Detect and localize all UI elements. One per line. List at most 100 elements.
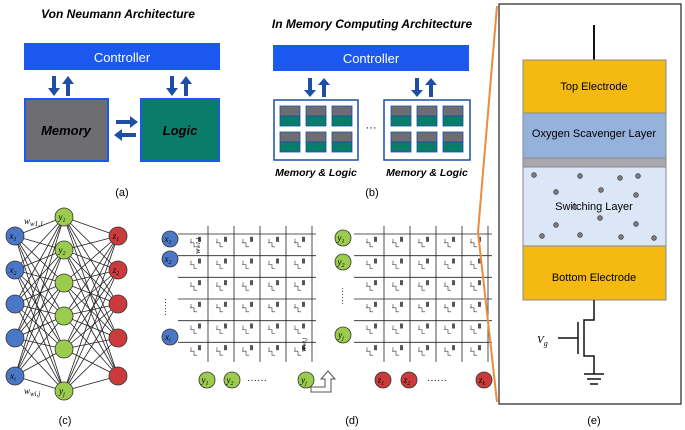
- oxygen-vacancy: [618, 234, 624, 240]
- oxygen-vacancy: [597, 215, 603, 221]
- edge-y-z: [63, 216, 119, 237]
- cell-transistor: [470, 303, 477, 313]
- memory-cell: [279, 105, 301, 117]
- cell-transistor: [190, 347, 197, 356]
- y-node: [54, 207, 74, 227]
- memory-logic-block-2: [383, 99, 471, 161]
- cell-transistor: [418, 347, 425, 356]
- memristor: [250, 258, 253, 264]
- crossbar-x-input: [161, 328, 179, 346]
- crossbar-y-input-label: y1: [337, 233, 345, 245]
- arrows-controller-memory: [48, 76, 192, 96]
- edge-y-z: [63, 315, 119, 377]
- caption-d: (d): [345, 415, 358, 427]
- cell-transistor: [216, 260, 223, 269]
- cell-transistor: [418, 303, 425, 313]
- cell-transistor: [268, 282, 275, 291]
- memristor: [250, 236, 253, 242]
- cell-transistor: [294, 347, 301, 356]
- edge-y-z: [63, 235, 119, 392]
- logic-cell: [416, 115, 438, 127]
- memristor: [276, 236, 279, 242]
- cell-transistor: [242, 347, 249, 356]
- memristor: [374, 236, 377, 242]
- cell-transistor: [190, 260, 197, 269]
- edge-x-y: [14, 249, 65, 339]
- memristor: [224, 301, 227, 307]
- block-ellipsis: ···: [366, 122, 377, 134]
- memristor: [426, 301, 429, 307]
- memristor: [302, 301, 305, 307]
- crossbar-y-output: [297, 371, 315, 389]
- x-node: [5, 260, 25, 280]
- logic-box: [140, 98, 220, 162]
- zoom-line-bottom: [477, 231, 498, 403]
- switching-layer-label: Switching Layer: [555, 201, 633, 213]
- edge-x-y: [14, 235, 65, 284]
- memory-cell: [331, 105, 353, 117]
- z-node: [108, 366, 128, 386]
- memory-label: Memory: [41, 123, 92, 138]
- memory-cell: [331, 131, 353, 143]
- z-node: [108, 226, 128, 246]
- cell-transistor: [392, 347, 399, 356]
- cell-transistor: [392, 325, 399, 334]
- x-node-label: x1: [9, 231, 17, 243]
- crossbar-y-output: [223, 371, 241, 389]
- logic-cell: [442, 141, 464, 153]
- memristor: [198, 236, 201, 242]
- memristor: [400, 236, 403, 242]
- cell-transistor: [470, 282, 477, 291]
- edge-y-z: [63, 282, 119, 377]
- memristor: [250, 280, 253, 286]
- memristor: [198, 258, 201, 264]
- cell-transistor: [418, 238, 425, 248]
- memristor: [276, 280, 279, 286]
- crossbar-weight-top-sub: w1,1: [196, 237, 202, 249]
- cell-transistor: [392, 260, 399, 269]
- edge-x-y: [14, 282, 65, 377]
- weight-label-bottom: wwi,j: [24, 386, 40, 398]
- memristor: [478, 345, 481, 351]
- cell-transistor: [444, 347, 451, 356]
- memristor: [302, 345, 305, 351]
- memristor: [400, 301, 403, 307]
- memory-cell: [442, 105, 464, 117]
- memristor: [224, 236, 227, 242]
- logic-cell: [442, 115, 464, 127]
- zoom-line-top: [477, 5, 498, 233]
- block-label-2: Memory & Logic: [386, 167, 468, 179]
- memory-box: [24, 98, 109, 162]
- edge-y-z: [63, 216, 119, 377]
- cell-transistor: [444, 325, 451, 334]
- select-transistor: [558, 300, 604, 385]
- y-node: [54, 381, 74, 401]
- oxygen-vacancy: [633, 221, 639, 227]
- edge-x-y: [14, 282, 65, 339]
- cell-transistor: [392, 303, 399, 313]
- memristor: [400, 323, 403, 329]
- oxygen-vacancy: [577, 232, 583, 238]
- logic-cell: [305, 115, 327, 127]
- weight-label-top: ww1,1: [24, 216, 43, 228]
- logic-cell: [390, 141, 412, 153]
- memristor: [478, 301, 481, 307]
- crossbar-y-output: [198, 371, 216, 389]
- device-frame: [498, 3, 682, 405]
- crossbar-z-output-label: z1: [377, 375, 385, 387]
- block-label-1: Memory & Logic: [275, 167, 357, 179]
- memory-cell: [305, 131, 327, 143]
- memristor: [302, 323, 305, 329]
- memristor: [224, 323, 227, 329]
- logic-cell: [279, 115, 301, 127]
- crossbar-weight-top: ww1,1: [193, 237, 202, 254]
- memristor: [400, 280, 403, 286]
- bottom-electrode-label: Bottom Electrode: [552, 272, 636, 284]
- caption-a: (a): [115, 187, 128, 199]
- network-edges: [14, 216, 119, 392]
- crossbar-y-input-label: yj: [337, 330, 344, 342]
- edge-y-z: [63, 348, 119, 377]
- edge-y-z: [63, 235, 119, 317]
- oxygen-vacancy-dots: [531, 172, 657, 241]
